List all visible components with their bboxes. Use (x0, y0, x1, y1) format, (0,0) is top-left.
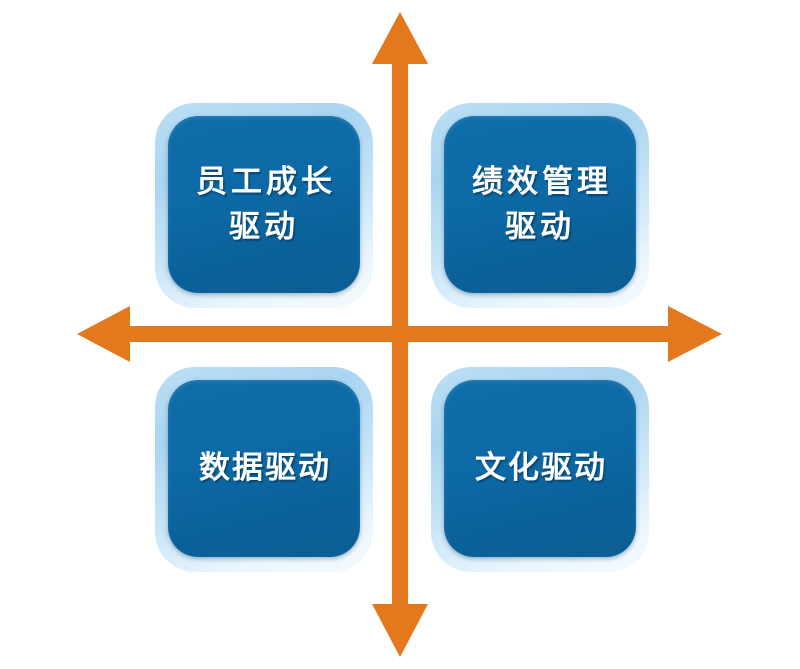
down-arrow-icon (372, 604, 428, 657)
quadrant-top-right-panel: 绩效管理 驱动 (444, 116, 636, 293)
quadrant-bottom-left-panel: 数据驱动 (168, 380, 360, 557)
quadrant-bottom-left-label: 数据驱动 (199, 450, 331, 487)
quadrant-bottom-right[interactable]: 文化驱动 (431, 367, 649, 572)
quadrant-bottom-left[interactable]: 数据驱动 (155, 367, 373, 572)
quadrant-bottom-right-panel: 文化驱动 (444, 380, 636, 557)
quadrant-bottom-right-label: 文化驱动 (475, 450, 607, 487)
horizontal-axis-shaft (110, 326, 690, 342)
right-arrow-icon (668, 306, 722, 362)
quadrant-top-left-panel: 员工成长 驱动 (168, 116, 360, 293)
quadrant-top-right[interactable]: 绩效管理 驱动 (431, 103, 649, 308)
left-arrow-icon (77, 306, 130, 362)
quadrant-top-left-label: 员工成长 驱动 (196, 164, 336, 245)
quadrant-top-right-label: 绩效管理 驱动 (472, 164, 612, 245)
quadrant-top-left[interactable]: 员工成长 驱动 (155, 103, 373, 308)
up-arrow-icon (372, 12, 428, 64)
